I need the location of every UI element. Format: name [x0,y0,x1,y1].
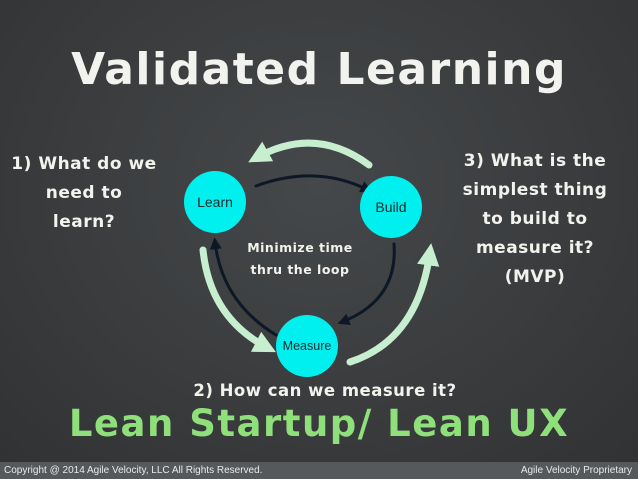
node-learn-label: Learn [197,194,233,210]
chalkboard-background [0,0,638,462]
footer-copyright: Copyright @ 2014 Agile Velocity, LLC All… [4,465,263,476]
center-note-line: thru the loop [250,262,350,277]
loop-arrows [199,139,440,366]
inner-arrow-left [209,237,278,337]
question-learn-line: 1) What do we [11,154,157,174]
slide-title: Validated Learning [71,44,567,95]
question-build-line: to build to [482,209,588,229]
question-build-line: measure it? [475,238,595,258]
inner-arrow-top [254,174,373,193]
question-build: 3) What is the simplest thing to build t… [435,147,635,292]
center-note-line: Minimize time [247,240,353,255]
question-learn: 1) What do we need to learn? [4,150,164,237]
footer-proprietary: Agile Velocity Proprietary [520,465,632,476]
outer-arrow-right [346,243,440,366]
footer-bar: Copyright @ 2014 Agile Velocity, LLC All… [0,462,638,479]
question-build-line: (MVP) [504,267,566,287]
question-build-line: simplest thing [462,180,608,200]
outer-arrow-left [199,246,276,353]
question-learn-line: need to [45,183,123,203]
question-learn-line: learn? [52,212,116,232]
node-build-label: Build [375,199,407,215]
inner-arrow-right [337,242,396,325]
outer-arrow-top [248,139,373,169]
node-measure-label: Measure [282,339,332,353]
slide-subtitle: Lean Startup/ Lean UX [68,402,570,445]
question-measure: 2) How can we measure it? [193,381,457,400]
node-measure: Measure [276,315,338,377]
node-build: Build [360,176,422,238]
question-build-line: 3) What is the [463,151,607,171]
center-note: Minimize time thru the loop [230,237,370,281]
node-learn: Learn [184,171,246,233]
